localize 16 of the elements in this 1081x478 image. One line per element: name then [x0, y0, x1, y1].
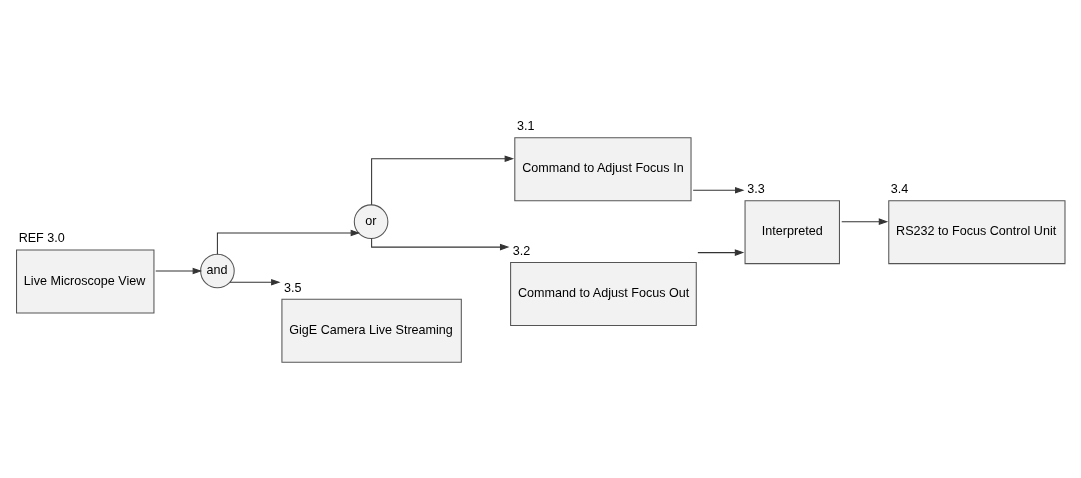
arrow: [155, 267, 203, 274]
node-label: REF 3.0: [18, 230, 65, 245]
arrow: [216, 229, 361, 255]
node-circle: and: [200, 253, 235, 288]
arrow: [692, 186, 745, 193]
node-circle: or: [353, 203, 389, 239]
arrow: [841, 217, 889, 225]
arrow: [371, 237, 510, 250]
node-label: 3.5: [284, 280, 302, 295]
node-label: 3.2: [512, 243, 531, 258]
arrow: [371, 154, 515, 205]
arrow: [229, 278, 281, 286]
node-label: 3.1: [516, 118, 535, 133]
node-label: 3.4: [890, 181, 909, 196]
node-label: 3.3: [747, 181, 765, 196]
arrow: [697, 248, 745, 256]
